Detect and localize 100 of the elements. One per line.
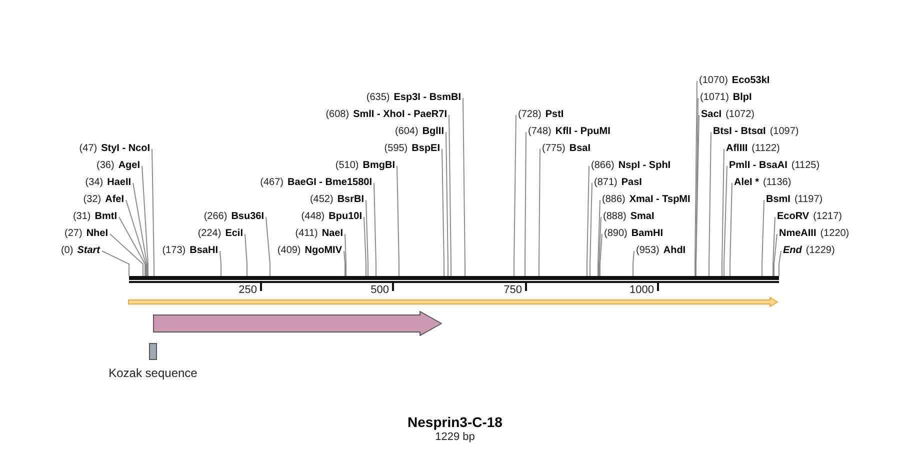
leader-line [774,234,778,276]
enzyme-name: BamHI [631,227,664,241]
leader-line [598,216,602,276]
scale-label: 250 [238,284,257,296]
leader-line [374,182,376,276]
site-position: (1217) [813,210,842,224]
site-position: (1072) [726,108,754,122]
site-position: (27) [64,227,82,241]
site-position: (1220) [820,227,850,241]
enzyme-name: BmgBI [362,159,395,173]
sequence-backbone [129,276,779,283]
enzyme-name: BglII [422,125,444,139]
site-position: (608) [326,108,350,122]
enzyme-name: KflI - PpuMI [555,125,610,139]
site-position: (1097) [770,125,799,139]
enzyme-name: EcoRV [777,210,810,224]
enzyme-name: Esp3I - BsmBI [394,91,461,105]
leader-line [694,80,698,276]
enzyme-name: NgoMIV [304,244,342,258]
enzyme-name: Bsu36I [231,210,264,224]
site-position: (1070) [699,74,728,88]
enzyme-name: PstI [545,108,564,122]
site-position: (890) [604,227,628,241]
enzyme-name: StyI - NcoI [101,142,150,156]
site-position: (1197) [794,193,823,207]
enzyme-name: Start [77,244,100,258]
enzyme-name: SmlI - XhoI - PaeR7I [353,108,447,122]
site-position: (886) [602,193,626,207]
leader-line [446,132,448,276]
site-position: (728) [518,108,542,122]
enzyme-name: AleI * [734,176,760,190]
scale-label: 750 [504,284,522,296]
leader-line [600,234,602,276]
leader-line [538,148,540,276]
site-position: (1136) [763,176,792,190]
leader-line [762,200,764,276]
enzyme-name: BmtI [94,210,117,224]
site-position: (635) [366,91,390,105]
site-position: (1122) [752,142,780,156]
leader-line [448,114,452,276]
enzyme-name: AflIII [726,142,748,156]
site-position: (0) [60,244,74,258]
enzyme-name: End [783,244,802,258]
enzyme-name: BtsI - BtsαI [713,125,766,139]
leader-line [730,182,732,276]
enzyme-name: AfeI [105,193,124,207]
site-position: (34) [85,176,104,190]
scale-label: 500 [370,284,389,296]
leader-line [344,250,346,276]
leader-line [586,166,590,276]
site-position: (452) [310,193,334,207]
site-position: (1125) [791,159,820,173]
enzyme-name: SacI [701,108,722,122]
enzyme-name: Bpu10I [328,210,362,224]
enzyme-name: NheI [86,227,108,241]
leader-line [396,166,400,276]
enzyme-name: Eco53kI [732,74,770,88]
leader-line [364,216,366,276]
leader-line [772,216,776,276]
site-position: (748) [528,125,552,139]
leader-line [442,148,444,276]
leader-line [524,132,526,276]
site-position: (409) [277,244,301,258]
leader-line [344,234,346,276]
site-position: (1071) [700,91,729,105]
leader-line [708,132,712,276]
enzyme-name: BsmI [766,193,790,207]
enzyme-name: SmaI [630,210,654,224]
site-position: (1229) [806,244,835,258]
enzyme-name: HaeII [107,176,131,190]
leader-line [778,250,782,276]
site-position: (224) [198,227,222,241]
enzyme-name: PmlI - BsaAI [729,159,788,173]
enzyme-name: PasI [621,176,642,190]
leader-line [102,250,130,276]
leader-line [126,200,146,276]
enzyme-name: NaeI [322,227,343,241]
leader-line [132,182,148,276]
enzyme-name: BsrBI [337,193,364,207]
site-position: (173) [162,244,186,258]
enzyme-name: BsaI [569,142,590,156]
site-position: (32) [83,193,102,207]
site-position: (266) [204,210,228,224]
leader-line [220,250,222,276]
enzyme-name: BsaHI [190,244,218,258]
enzyme-name: AhdI [663,244,686,258]
scale-label: 1000 [630,284,654,296]
leader-line [152,148,154,276]
site-position: (953) [636,244,660,258]
leader-line [142,166,148,276]
site-position: (775) [542,142,566,156]
leader-line [724,166,728,276]
enzyme-name: BspEI [412,142,440,156]
leader-line [462,98,466,276]
feature-label: Kozak sequence [108,366,198,380]
leader-line [590,182,592,276]
site-position: (604) [394,125,418,139]
enzyme-name: AgeI [118,159,140,173]
site-position: (595) [384,142,408,156]
site-position: (510) [335,159,359,173]
